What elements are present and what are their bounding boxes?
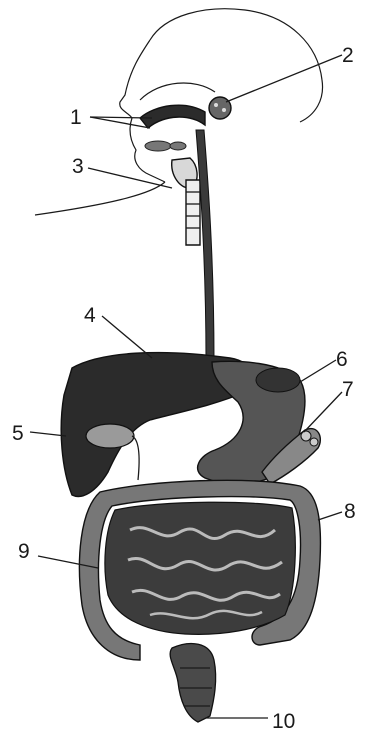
label-9: 9 [18,540,30,563]
label-5: 5 [12,422,24,445]
small-intestine [105,502,295,634]
label-7: 7 [342,378,354,401]
label-8: 8 [344,500,356,523]
trachea [186,180,200,245]
label-1: 1 [70,106,82,129]
label-3: 3 [72,155,84,178]
rectum [170,644,216,722]
label-4: 4 [84,304,96,327]
label-6: 6 [336,348,348,371]
label-10: 10 [272,710,295,733]
salivary-gland [209,97,231,119]
label-2: 2 [342,44,354,67]
gall-bladder [86,424,134,448]
